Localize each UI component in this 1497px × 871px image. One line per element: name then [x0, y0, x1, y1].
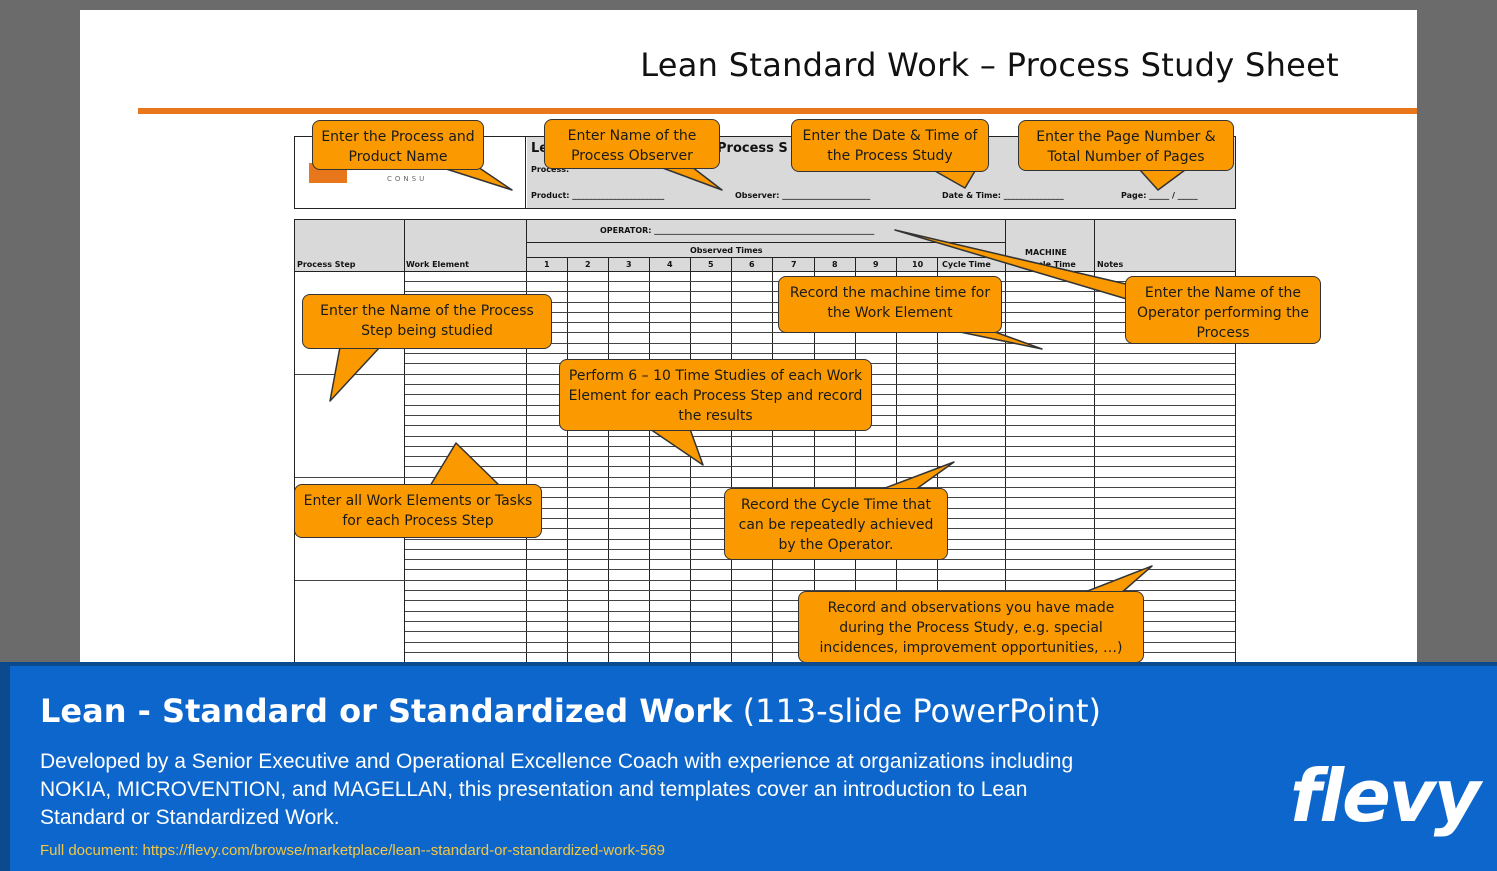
obs-col-9: 9 — [873, 260, 879, 269]
obs-col-10: 10 — [912, 260, 924, 269]
grid-row-line — [405, 569, 1235, 570]
obs-col-3: 3 — [626, 260, 632, 269]
obs-col-2: 2 — [585, 260, 591, 269]
form-title-end: Process S — [717, 141, 788, 156]
document-description: Developed by a Senior Executive and Oper… — [40, 750, 1074, 829]
callout-time-studies: Perform 6 – 10 Time Studies of each Work… — [559, 359, 872, 431]
flevy-logo: flevy — [1290, 754, 1481, 838]
callout-observer: Enter Name of the Process Observer — [544, 119, 720, 169]
obs-col-1: 1 — [544, 260, 550, 269]
title-slide-count: (113-slide PowerPoint) — [732, 692, 1102, 730]
grid-row-line — [295, 477, 1235, 478]
grid-row-line — [405, 590, 1235, 591]
grid-row-line — [405, 456, 1235, 457]
banner-panel: Lean - Standard or Standardized Work (11… — [10, 666, 1497, 871]
machine-header: MACHINE — [1025, 248, 1067, 257]
callout-process-step: Enter the Name of the Process Step being… — [302, 294, 552, 349]
grid-row-line — [405, 353, 1235, 354]
work-element-header: Work Element — [406, 260, 469, 269]
obs-col-6: 6 — [749, 260, 755, 269]
title-bold: Lean - Standard or Standardized Work — [40, 692, 733, 730]
process-field: Process: — [531, 165, 570, 174]
notes-header: Notes — [1097, 260, 1124, 269]
callout-page-number: Enter the Page Number & Total Number of … — [1018, 120, 1234, 171]
cycle-time-header: Cycle Time — [942, 260, 991, 269]
callout-process-name: Enter the Process and Product Name — [312, 120, 484, 170]
obs-col-8: 8 — [832, 260, 838, 269]
callout-machine-time: Record the machine time for the Work Ele… — [778, 276, 1002, 333]
document-title: Lean - Standard or Standardized Work (11… — [40, 692, 1101, 730]
form-title-start: Le — [531, 141, 549, 156]
datetime-field: Date & Time: _______________ — [942, 191, 1064, 200]
observer-field: Observer: ______________________ — [735, 191, 871, 200]
grid-row-line — [405, 466, 1235, 467]
info-banner: Lean - Standard or Standardized Work (11… — [0, 662, 1497, 871]
product-field: Product: _______________________ — [531, 191, 665, 200]
callout-cycle-time: Record the Cycle Time that can be repeat… — [724, 488, 948, 560]
grid-row-line — [405, 446, 1235, 447]
operator-field: OPERATOR: ______________________________… — [600, 226, 875, 235]
grid-row-line — [405, 343, 1235, 344]
document-link[interactable]: Full document: https://flevy.com/browse/… — [40, 842, 665, 859]
callout-datetime: Enter the Date & Time of the Process Stu… — [791, 119, 989, 172]
observed-times-header: Observed Times — [690, 246, 763, 255]
grid-row-line — [405, 436, 1235, 437]
callout-work-elements: Enter all Work Elements or Tasks for eac… — [294, 484, 542, 538]
title-divider — [138, 108, 1417, 114]
page-field: Page: _____ / _____ — [1121, 191, 1198, 200]
logo-subtext: CONSU — [387, 175, 428, 183]
grid-row-line — [295, 580, 1235, 581]
slide-title: Lean Standard Work – Process Study Sheet — [640, 46, 1339, 84]
process-step-header: Process Step — [297, 260, 356, 269]
machine-cycle-time-header: Cycle Time — [1027, 260, 1076, 269]
callout-operator: Enter the Name of the Operator performin… — [1125, 276, 1321, 344]
obs-col-7: 7 — [791, 260, 797, 269]
grid-row-line — [405, 487, 1235, 488]
obs-col-5: 5 — [708, 260, 714, 269]
obs-col-4: 4 — [667, 260, 673, 269]
callout-observations: Record and observations you have made du… — [798, 591, 1144, 663]
